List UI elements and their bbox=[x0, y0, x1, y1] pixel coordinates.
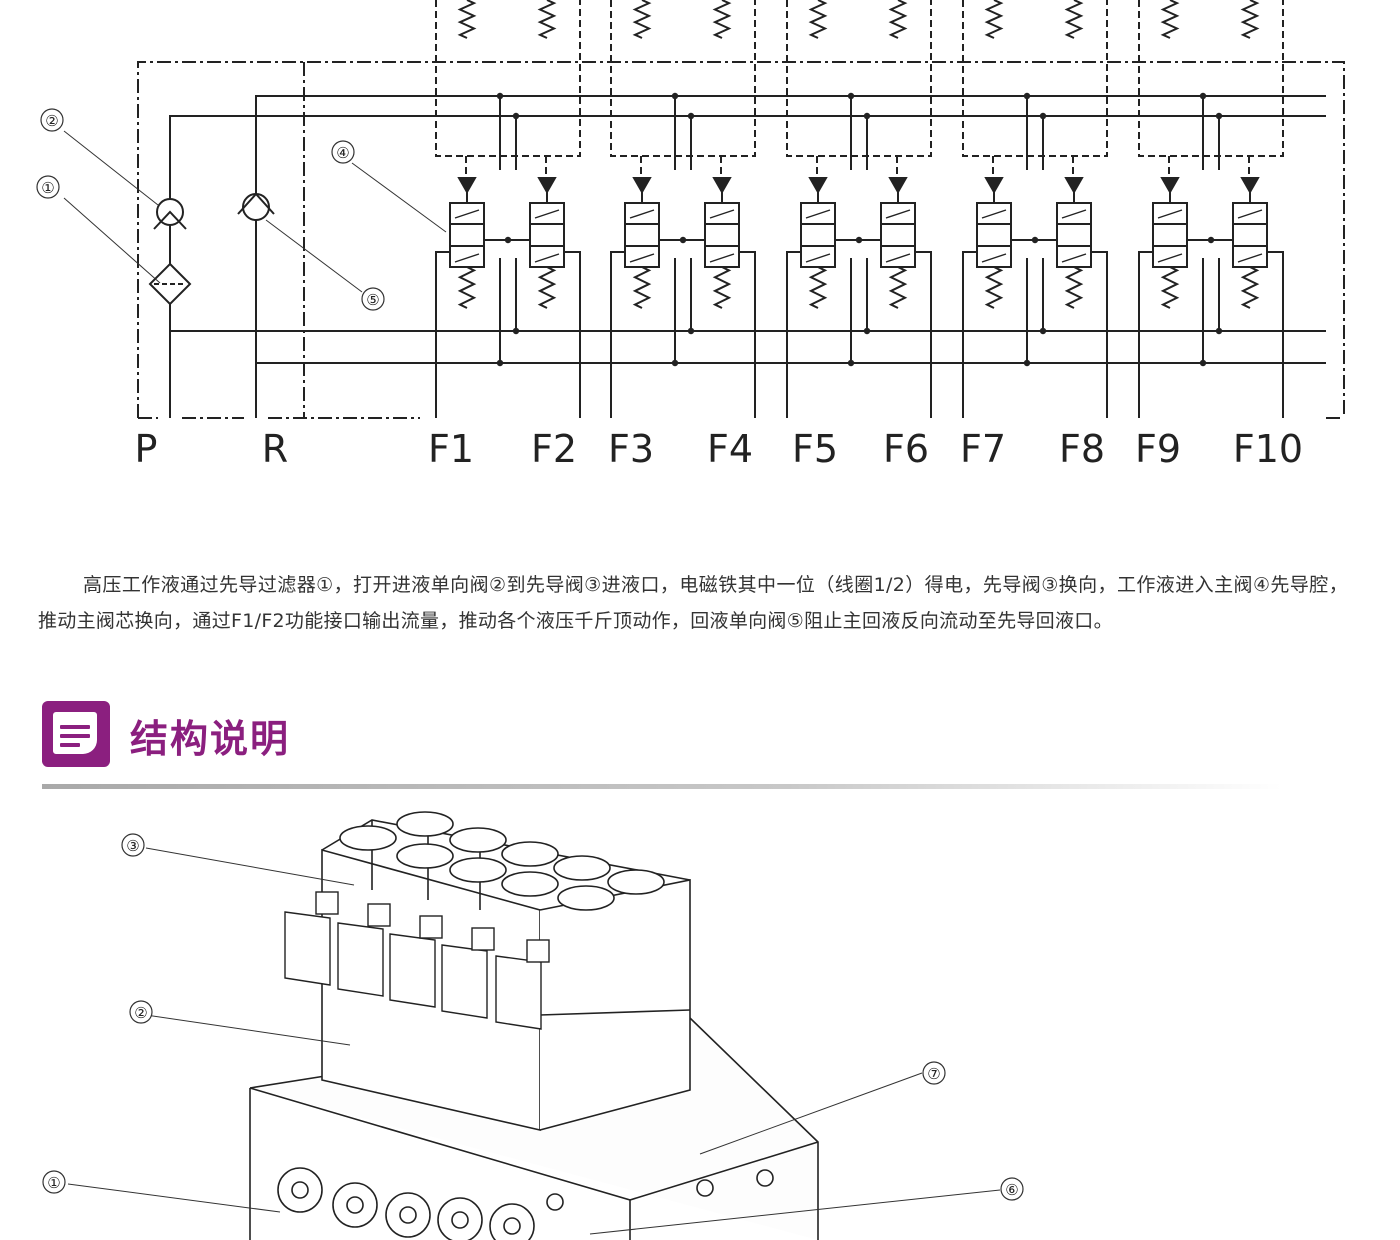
port-label-f4: F4 bbox=[707, 427, 753, 471]
port-label-f1: F1 bbox=[428, 427, 474, 471]
port-label-f2: F2 bbox=[531, 427, 577, 471]
schematic-callout-1: ① bbox=[41, 179, 54, 197]
hydraulic-schematic: ② ① ④ ⑤ P R F1 F2 F3 F4 F5 F6 F7 F8 F9 F… bbox=[36, 0, 1345, 471]
valve-group bbox=[786, 0, 932, 418]
assembly-callout-3: ③ bbox=[126, 837, 139, 855]
schematic-callout-5: ⑤ bbox=[366, 291, 379, 309]
valve-block-assembly-drawing: ③ ② ① ⑦ ⑥ bbox=[42, 811, 1024, 1240]
schematic-callout-2: ② bbox=[45, 112, 58, 130]
section-divider bbox=[42, 784, 1282, 789]
section-title: 结构说明 bbox=[130, 717, 291, 761]
port-label-f5: F5 bbox=[792, 427, 838, 471]
port-label-f9: F9 bbox=[1135, 427, 1181, 471]
working-principle-text: 高压工作液通过先导过滤器①，打开进液单向阀②到先导阀③进液口，电磁铁其中一位（线… bbox=[38, 574, 1348, 632]
assembly-callout-6: ⑥ bbox=[1005, 1181, 1018, 1199]
valve-group bbox=[962, 0, 1108, 418]
port-label-p: P bbox=[135, 427, 158, 471]
valve-group bbox=[435, 0, 581, 418]
valve-group bbox=[1138, 0, 1284, 418]
assembly-callout-1: ① bbox=[47, 1174, 60, 1192]
valve-group bbox=[610, 0, 756, 418]
assembly-callout-7: ⑦ bbox=[927, 1065, 940, 1083]
schematic-callout-4: ④ bbox=[336, 144, 349, 162]
port-label-f6: F6 bbox=[883, 427, 929, 471]
port-label-f3: F3 bbox=[608, 427, 654, 471]
port-label-f10: F10 bbox=[1233, 427, 1303, 471]
assembly-callout-2: ② bbox=[134, 1004, 147, 1022]
port-label-f7: F7 bbox=[960, 427, 1006, 471]
port-label-r: R bbox=[262, 427, 288, 471]
document-list-icon bbox=[42, 701, 110, 767]
port-label-f8: F8 bbox=[1059, 427, 1105, 471]
